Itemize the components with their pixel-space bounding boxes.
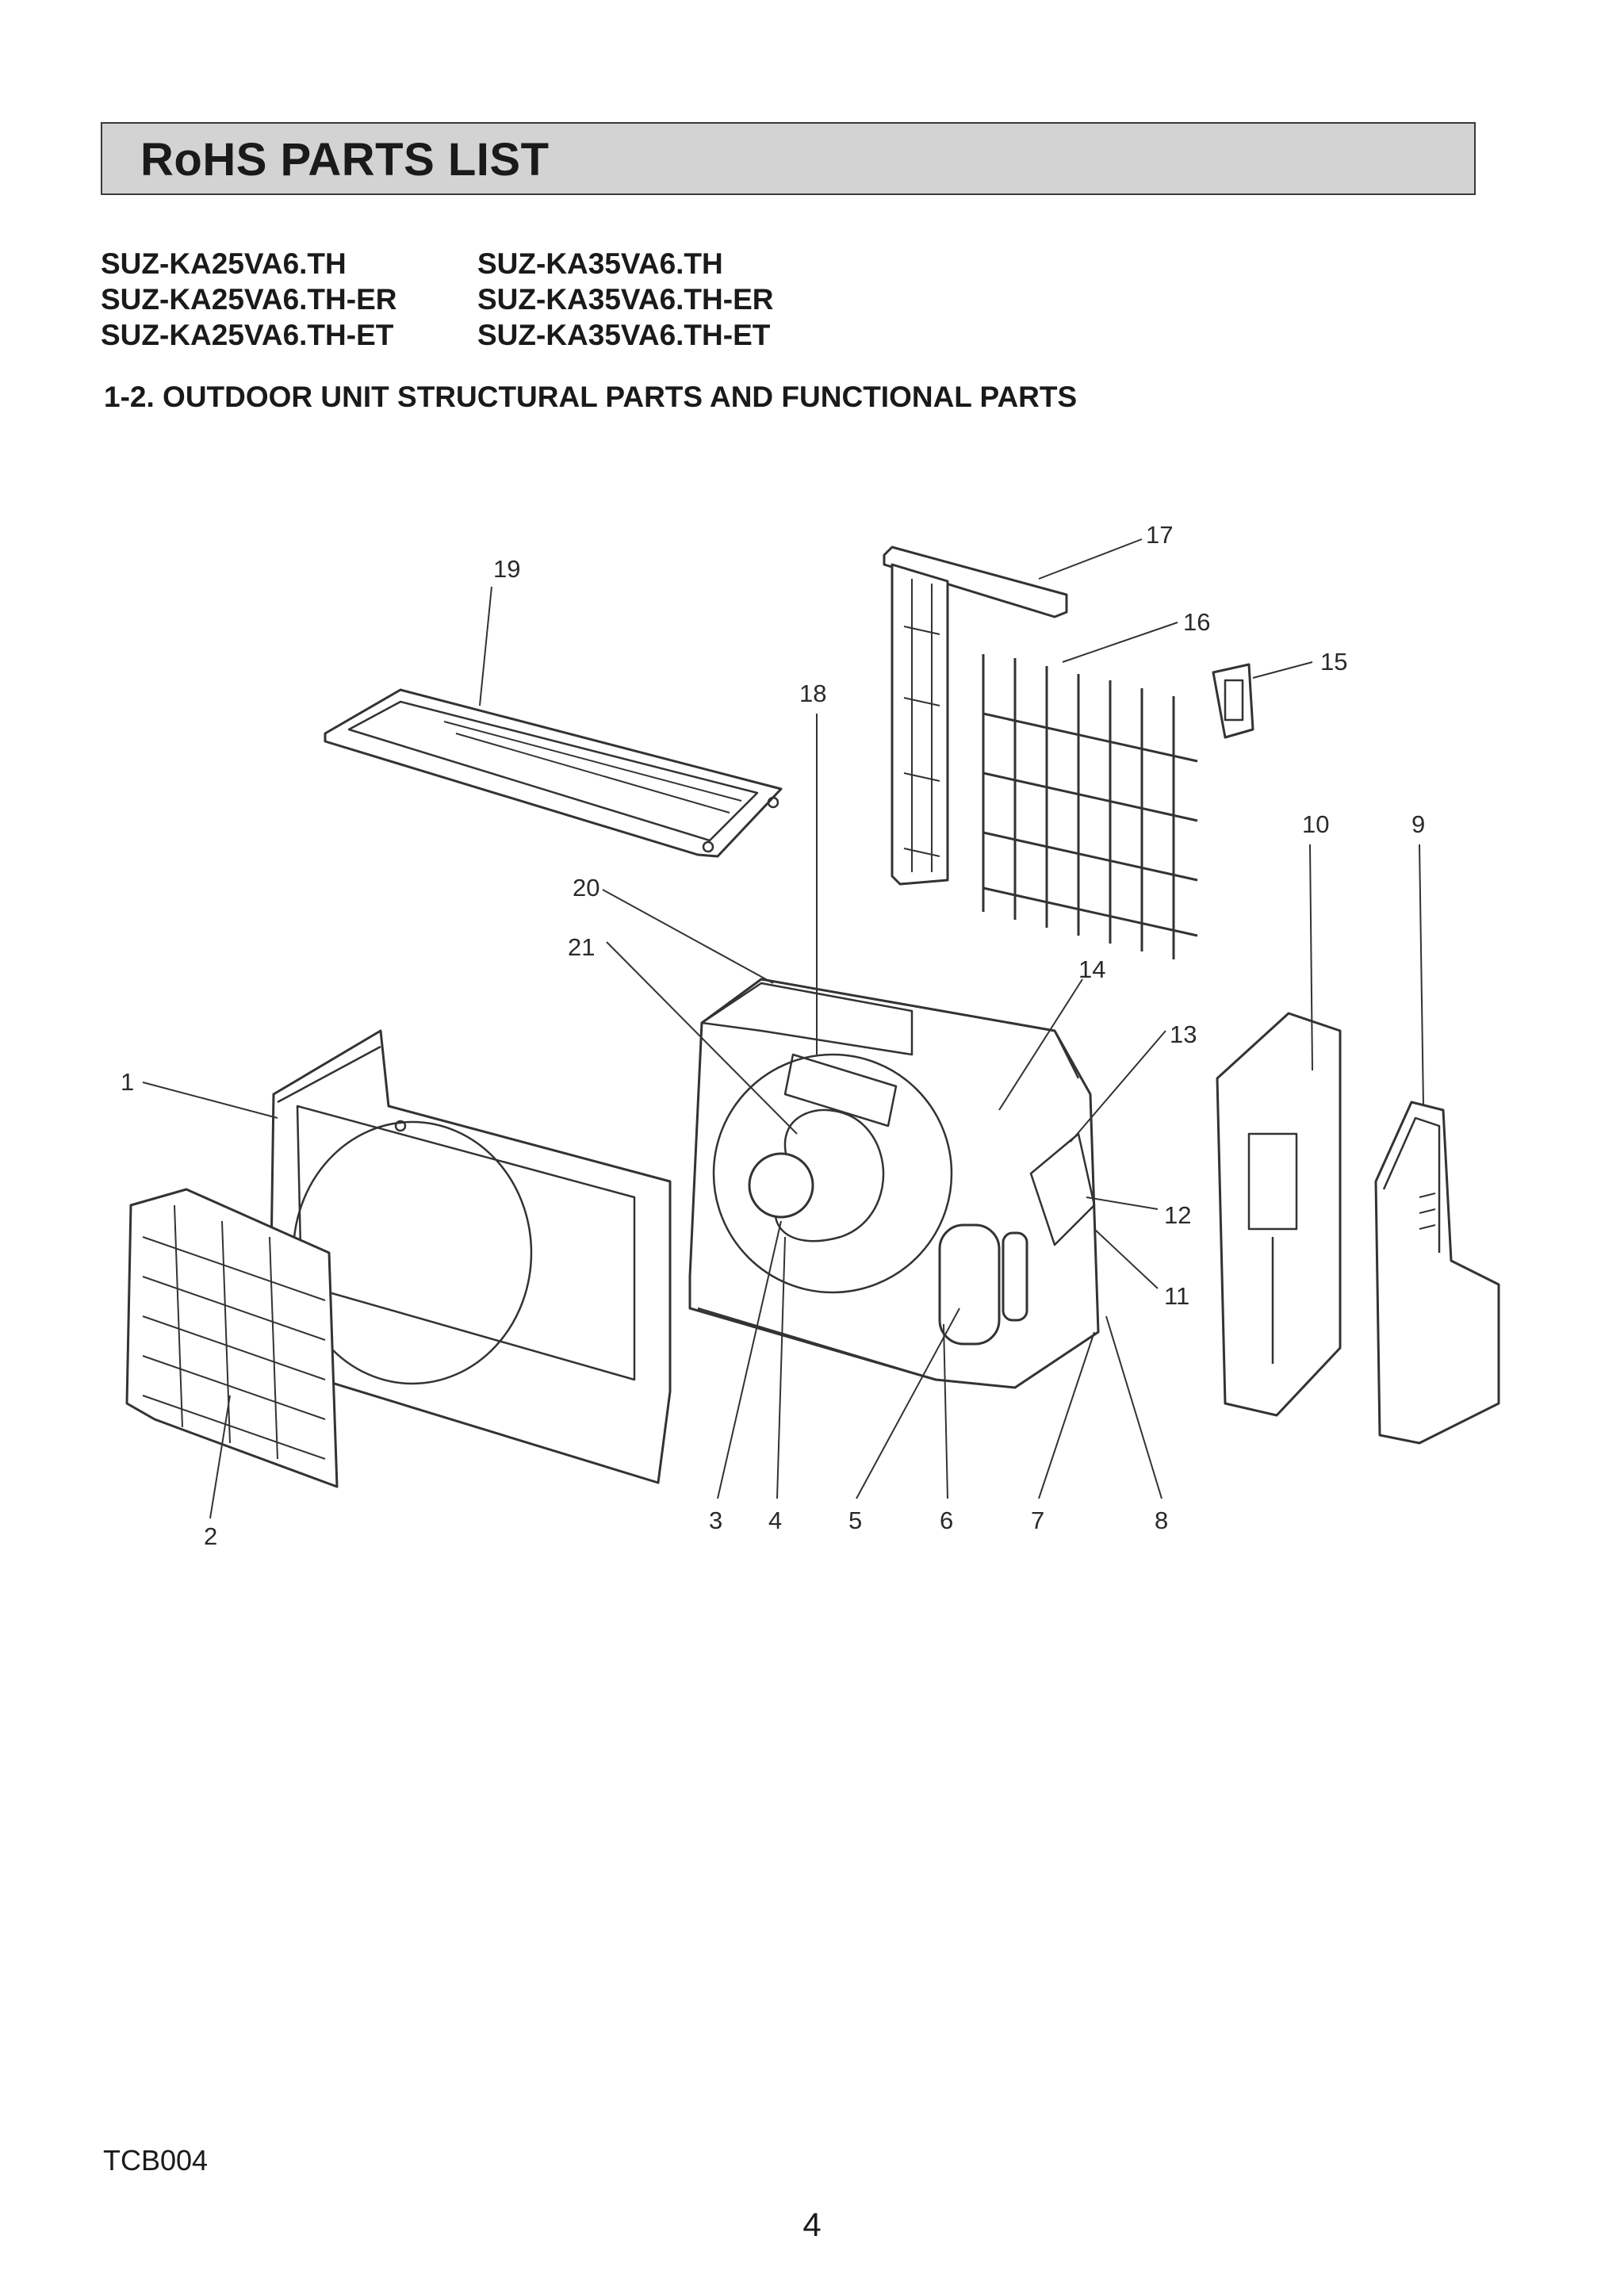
part-terminal-cover: [1212, 663, 1254, 739]
callout-5: 5: [848, 1507, 862, 1534]
model-column-right: SUZ-KA35VA6.TH SUZ-KA35VA6.TH-ER SUZ-KA3…: [477, 246, 773, 353]
callout-labels: 1 2 3 4 5 6 7 8 9 10 11 12 13 14 15 16 1…: [121, 521, 1425, 1550]
callout-4: 4: [768, 1507, 782, 1534]
callout-17: 17: [1146, 521, 1173, 549]
callout-19: 19: [493, 555, 520, 583]
callout-18: 18: [799, 680, 826, 707]
page-title: RoHS PARTS LIST: [140, 134, 550, 186]
part-side-panel: [1216, 1012, 1342, 1417]
model-name: SUZ-KA25VA6.TH: [101, 247, 347, 280]
callout-12: 12: [1164, 1201, 1191, 1229]
callout-11: 11: [1164, 1282, 1189, 1310]
callout-10: 10: [1302, 810, 1329, 838]
part-central-unit: [688, 978, 1100, 1389]
callout-9: 9: [1411, 810, 1425, 838]
document-code: TCB004: [103, 2144, 209, 2177]
callout-6: 6: [940, 1507, 953, 1534]
page-number: 4: [802, 2206, 822, 2243]
leader-lines: [142, 538, 1424, 1519]
callout-21: 21: [568, 933, 595, 961]
model-name: SUZ-KA35VA6.TH-ER: [477, 283, 774, 316]
callout-8: 8: [1155, 1507, 1168, 1534]
part-service-panel: [1374, 1101, 1500, 1445]
part-front-grille: [125, 1188, 339, 1488]
section-title: 1-2. OUTDOOR UNIT STRUCTURAL PARTS AND F…: [104, 381, 1078, 413]
model-name: SUZ-KA35VA6.TH-ET: [477, 319, 771, 351]
model-name: SUZ-KA25VA6.TH-ET: [101, 319, 394, 351]
model-column-left: SUZ-KA25VA6.TH SUZ-KA25VA6.TH-ER SUZ-KA2…: [101, 246, 396, 353]
callout-20: 20: [573, 874, 599, 902]
callout-15: 15: [1320, 648, 1347, 676]
callout-3: 3: [709, 1507, 722, 1534]
callout-13: 13: [1170, 1020, 1197, 1048]
model-name: SUZ-KA25VA6.TH-ER: [101, 283, 397, 316]
callout-7: 7: [1031, 1507, 1044, 1534]
callout-14: 14: [1078, 955, 1105, 983]
callout-1: 1: [121, 1068, 134, 1096]
callout-2: 2: [204, 1522, 217, 1550]
model-name: SUZ-KA35VA6.TH: [477, 247, 723, 280]
title-bar: RoHS PARTS LIST: [101, 122, 1476, 195]
part-rear-guard-grid: [982, 654, 1198, 959]
part-top-panel: [324, 688, 783, 858]
part-rear-panel: [883, 546, 1068, 886]
callout-16: 16: [1183, 608, 1210, 636]
